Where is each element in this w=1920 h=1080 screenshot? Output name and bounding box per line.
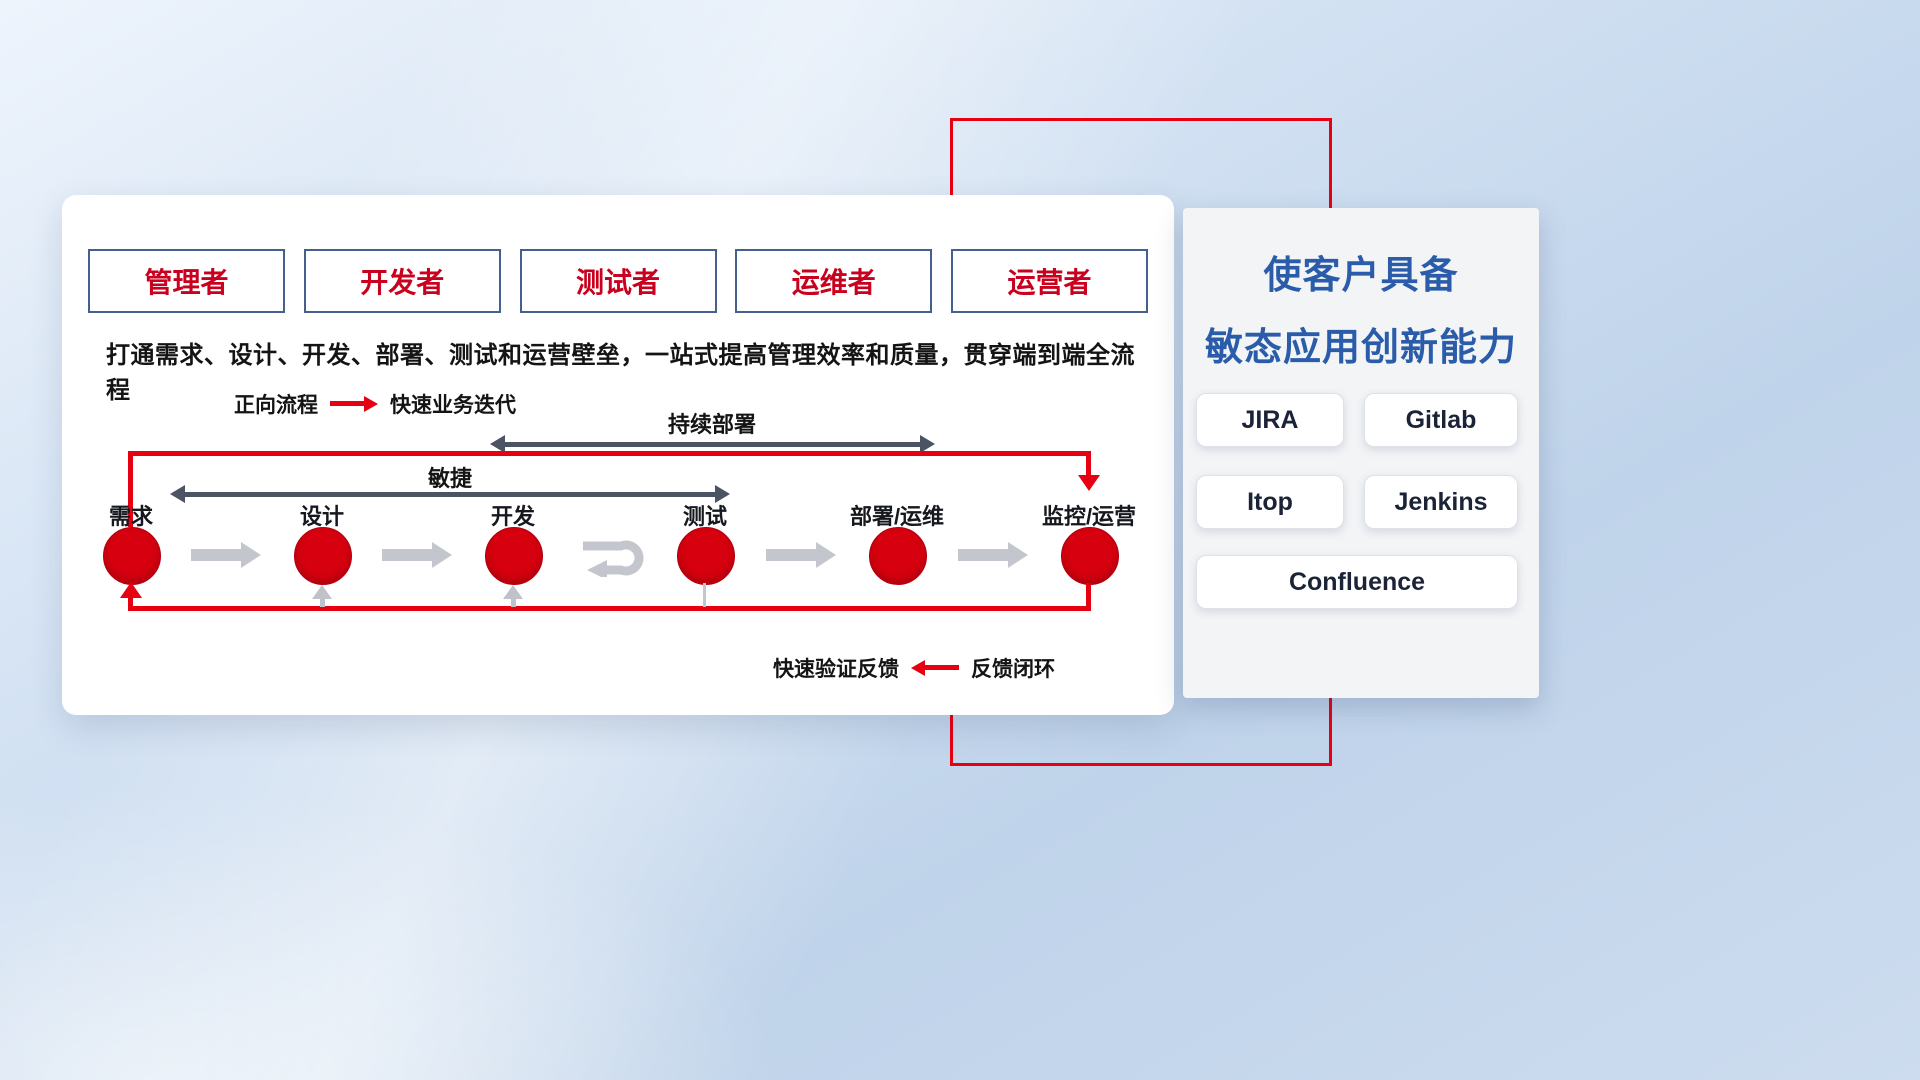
forward-legend-caption: 快速业务迭代 <box>390 394 516 417</box>
feedback-connector-testing <box>703 583 706 607</box>
forward-flow-line-top <box>128 451 1091 456</box>
node-design <box>294 527 352 585</box>
stage-label-development: 开发 <box>490 504 535 529</box>
feedback-stub-development <box>511 597 516 607</box>
tool-jenkins: Jenkins <box>1364 475 1518 529</box>
panel-title-line2: 敏态应用创新能力 <box>1204 327 1517 369</box>
feedback-up-arrow-design-icon <box>312 585 332 599</box>
feedback-up-arrowhead-icon <box>120 582 142 598</box>
capability-panel: 使客户具备 敏态应用创新能力 JIRA Gitlab Itop Jenkins … <box>1183 208 1539 698</box>
description-text: 打通需求、设计、开发、部署、测试和运营壁垒，一站式提高管理效率和质量，贯穿端到端… <box>106 342 1135 404</box>
forward-flow-line-right <box>1086 451 1091 477</box>
role-row: 管理者 开发者 测试者 运维者 运营者 <box>88 249 1148 313</box>
left-arrow-icon <box>911 660 959 676</box>
tool-confluence: Confluence <box>1196 555 1518 609</box>
iteration-loop-icon <box>583 540 644 577</box>
stage-label-design: 设计 <box>299 504 344 529</box>
role-box-developer: 开发者 <box>303 249 501 313</box>
feedback-line-right <box>1086 583 1091 609</box>
forward-legend-label: 正向流程 <box>234 394 318 417</box>
continuous-deploy-label: 持续部署 <box>667 412 756 437</box>
stage-label-deploy-ops: 部署/运维 <box>849 504 945 529</box>
flow-arrow-icon <box>766 542 836 568</box>
node-deploy-ops <box>869 527 927 585</box>
role-box-manager: 管理者 <box>88 249 285 313</box>
feedback-up-arrow-development-icon <box>503 585 523 599</box>
stage-label-requirements: 需求 <box>108 504 153 529</box>
forward-flow-line-left <box>128 451 133 527</box>
feedback-line-bottom <box>128 606 1091 611</box>
tool-jira: JIRA <box>1196 393 1344 447</box>
tool-itop: Itop <box>1196 475 1344 529</box>
role-box-tester: 测试者 <box>519 249 717 313</box>
continuous-deploy-double-arrow-icon <box>490 435 935 453</box>
agile-double-arrow-icon <box>170 485 730 503</box>
node-monitor-ops <box>1061 527 1119 585</box>
feedback-legend: 快速验证反馈 反馈闭环 <box>773 653 1055 683</box>
agile-label: 敏捷 <box>427 466 472 491</box>
role-box-operator: 运营者 <box>951 249 1148 313</box>
flow-arrow-icon <box>958 542 1028 568</box>
panel-title-line1: 使客户具备 <box>1263 255 1459 297</box>
forward-flow-down-arrowhead-icon <box>1078 475 1100 491</box>
devops-flow-card: 管理者 开发者 测试者 运维者 运营者 打通需求、设计、开发、部署、测试和运营壁… <box>62 195 1174 715</box>
node-development <box>485 527 543 585</box>
role-box-ops: 运维者 <box>735 249 933 313</box>
stage-label-testing: 测试 <box>682 504 727 529</box>
node-requirements <box>103 527 161 585</box>
node-testing <box>677 527 735 585</box>
tool-gitlab: Gitlab <box>1364 393 1518 447</box>
feedback-legend-caption: 反馈闭环 <box>971 658 1055 681</box>
flow-arrow-icon <box>382 542 452 568</box>
right-arrow-icon <box>330 396 378 412</box>
flow-arrow-icon <box>191 542 261 568</box>
stage-label-monitor-ops: 监控/运营 <box>1041 504 1137 529</box>
feedback-legend-label: 快速验证反馈 <box>773 658 899 681</box>
feedback-stub-design <box>320 597 325 607</box>
feedback-line-left-stub <box>128 597 133 608</box>
forward-flow-legend: 正向流程 快速业务迭代 <box>234 389 516 419</box>
